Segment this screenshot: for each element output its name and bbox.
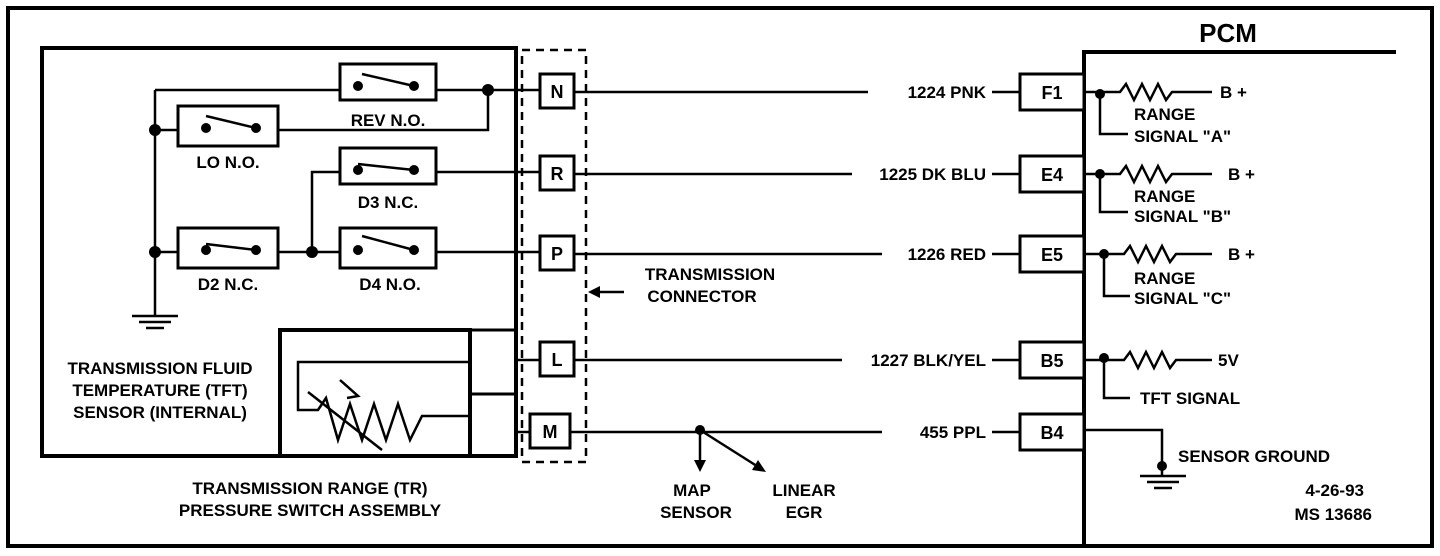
range-signal-c-circuit (1084, 243, 1212, 298)
diagram-frame (6, 6, 1434, 548)
switch-rev-label: REV N.O. (351, 111, 426, 130)
connector-pin-l-label: L (552, 350, 563, 370)
tft-signal-label: TFT SIGNAL (1140, 389, 1240, 408)
assembly-label-2: PRESSURE SWITCH ASSEMBLY (179, 501, 442, 520)
sensor-ground-label: SENSOR GROUND (1178, 447, 1330, 466)
switch-d2-label: D2 N.C. (198, 275, 258, 294)
pcm-pin-e4 (1018, 154, 1086, 194)
tft-signal-circuit (1084, 349, 1212, 400)
range-a-label-1: RANGE (1134, 105, 1195, 124)
range-c-label-2: SIGNAL "C" (1134, 289, 1231, 308)
pcm-pin-e4-label: E4 (1041, 165, 1063, 185)
pcm-pin-b5-label: B5 (1040, 351, 1063, 371)
switch-d3-label: D3 N.C. (358, 193, 418, 212)
switch-ground-symbol (132, 314, 178, 330)
pcm-pin-e5-label: E5 (1041, 245, 1063, 265)
tft-label-2: TEMPERATURE (TFT) (72, 381, 247, 400)
pcm-pin-f1-label: F1 (1041, 83, 1062, 103)
tft-signal-supply: 5V (1218, 351, 1239, 370)
switch-d2 (176, 226, 280, 270)
range-c-label-1: RANGE (1134, 269, 1195, 288)
pcm-pin-b4-label: B4 (1040, 423, 1063, 443)
connector-pin-n (538, 72, 576, 110)
range-c-supply: B + (1228, 245, 1255, 264)
map-sensor-label-1: MAP (673, 481, 711, 500)
wire-label-1226: 1226 RED (908, 245, 986, 264)
linear-egr-label-1: LINEAR (772, 481, 835, 500)
connector-pin-p-label: P (551, 244, 563, 264)
range-b-supply: B + (1228, 165, 1255, 184)
wire-label-1224: 1224 PNK (908, 83, 987, 102)
connector-pin-n-label: N (551, 82, 564, 102)
connector-pin-r-label: R (551, 164, 564, 184)
range-signal-b-circuit (1084, 163, 1212, 214)
thermistor-symbol (296, 360, 470, 451)
wire-label-455: 455 PPL (920, 423, 986, 442)
switch-lo (176, 104, 280, 148)
tft-terminal-block-upper (468, 328, 518, 396)
diagram-code: MS 13686 (1295, 505, 1373, 524)
wire-label-1225: 1225 DK BLU (879, 165, 986, 184)
tft-label-3: SENSOR (INTERNAL) (73, 403, 247, 422)
range-b-label-2: SIGNAL "B" (1134, 207, 1231, 226)
wire-label-1227: 1227 BLK/YEL (871, 351, 986, 370)
sensor-ground-circuit (1084, 428, 1186, 490)
range-a-supply: B + (1220, 83, 1247, 102)
switch-d4-label: D4 N.O. (359, 275, 420, 294)
pcm-title: PCM (1199, 18, 1257, 48)
range-a-label-2: SIGNAL "A" (1134, 127, 1231, 146)
transmission-connector-outline (520, 48, 588, 464)
range-b-label-1: RANGE (1134, 187, 1195, 206)
connector-pointer-arrow (588, 286, 600, 298)
switch-lo-label: LO N.O. (196, 153, 259, 172)
map-sensor-arrow (694, 460, 706, 472)
tft-label-1: TRANSMISSION FLUID (67, 359, 252, 378)
switch-rev (338, 62, 438, 102)
connector-label-2: CONNECTOR (647, 287, 756, 306)
connector-label-1: TRANSMISSION (645, 265, 775, 284)
range-signal-a-circuit (1084, 81, 1212, 136)
map-sensor-label-2: SENSOR (660, 503, 732, 522)
pcm-boundary (1082, 50, 1396, 546)
linear-egr-label-2: EGR (786, 503, 823, 522)
connector-pin-m-label: M (543, 422, 558, 442)
assembly-label-1: TRANSMISSION RANGE (TR) (192, 479, 427, 498)
diagram-date: 4-26-93 (1305, 481, 1364, 500)
pcm-pin-b4 (1018, 412, 1086, 452)
connector-pin-p (538, 234, 576, 272)
tft-terminal-block-lower (468, 392, 518, 458)
connector-pin-r (538, 154, 576, 192)
linear-egr-arrow (752, 460, 766, 472)
